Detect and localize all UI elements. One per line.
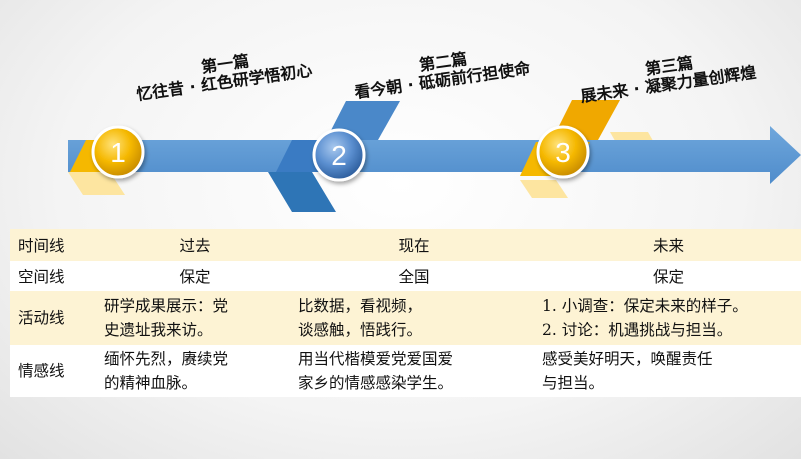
cell-activity-future: 1. 小调查：保定未来的样子。 2. 讨论：机遇挑战与担当。	[536, 291, 801, 345]
cell-emotion-present: 用当代楷模爱党爱国爱 家乡的情感感染学生。	[292, 345, 536, 397]
timeline-arrow	[68, 126, 801, 184]
row-header-emotion: 情感线	[10, 345, 98, 397]
timeline-diagram: 1 2 3	[68, 100, 801, 212]
row-header-space: 空间线	[10, 261, 98, 291]
cell-space-present: 全国	[292, 261, 536, 291]
cell-activity-past-line-2: 史遗址我来访。	[104, 321, 213, 339]
cell-activity-past: 研学成果展示：党 史遗址我来访。	[98, 291, 292, 345]
cell-emotion-future-line-2: 与担当。	[542, 374, 605, 392]
step-1-number: 1	[110, 137, 126, 168]
decor-yellow-patch-2	[520, 180, 568, 198]
table-row-time: 时间线 过去 现在 未来	[10, 229, 801, 261]
table-row-activity: 活动线 研学成果展示：党 史遗址我来访。 比数据，看视频， 谈感触，悟践行。 1…	[10, 291, 801, 345]
step-3-badge: 3	[536, 125, 590, 179]
cell-activity-present: 比数据，看视频， 谈感触，悟践行。	[292, 291, 536, 345]
cell-time-present: 现在	[292, 229, 536, 261]
decor-yellow-patch-1	[68, 172, 125, 195]
cell-space-future: 保定	[536, 261, 801, 291]
row-header-time: 时间线	[10, 229, 98, 261]
cell-emotion-present-line-1: 用当代楷模爱党爱国爱	[298, 350, 454, 368]
cell-activity-future-line-1: 1. 小调查：保定未来的样子。	[542, 297, 748, 315]
step-1-badge: 1	[91, 125, 145, 179]
cell-activity-past-line-1: 研学成果展示：党	[104, 297, 229, 315]
cell-activity-present-line-1: 比数据，看视频，	[298, 297, 423, 315]
table-row-emotion: 情感线 缅怀先烈，赓续党 的精神血脉。 用当代楷模爱党爱国爱 家乡的情感感染学生…	[10, 345, 801, 397]
table-row-space: 空间线 保定 全国 保定	[10, 261, 801, 291]
cell-emotion-past-line-2: 的精神血脉。	[104, 374, 198, 392]
cell-emotion-present-line-2: 家乡的情感感染学生。	[298, 374, 454, 392]
cell-activity-present-line-2: 谈感触，悟践行。	[298, 321, 423, 339]
info-table: 时间线 过去 现在 未来 空间线 保定 全国 保定 活动线 研学成果展示：党 史…	[10, 229, 801, 397]
cell-time-past: 过去	[98, 229, 292, 261]
step-2-badge: 2	[312, 128, 366, 182]
cell-emotion-future-line-1: 感受美好明天，唤醒责任	[542, 350, 713, 368]
cell-emotion-past: 缅怀先烈，赓续党 的精神血脉。	[98, 345, 292, 397]
cell-time-future: 未来	[536, 229, 801, 261]
chevron-step-2-back	[268, 172, 336, 212]
cell-space-past: 保定	[98, 261, 292, 291]
step-2-number: 2	[331, 140, 347, 171]
row-header-activity: 活动线	[10, 291, 98, 345]
cell-emotion-future: 感受美好明天，唤醒责任 与担当。	[536, 345, 801, 397]
step-3-number: 3	[555, 137, 571, 168]
cell-activity-future-line-2: 2. 讨论：机遇挑战与担当。	[542, 321, 733, 339]
cell-emotion-past-line-1: 缅怀先烈，赓续党	[104, 350, 229, 368]
